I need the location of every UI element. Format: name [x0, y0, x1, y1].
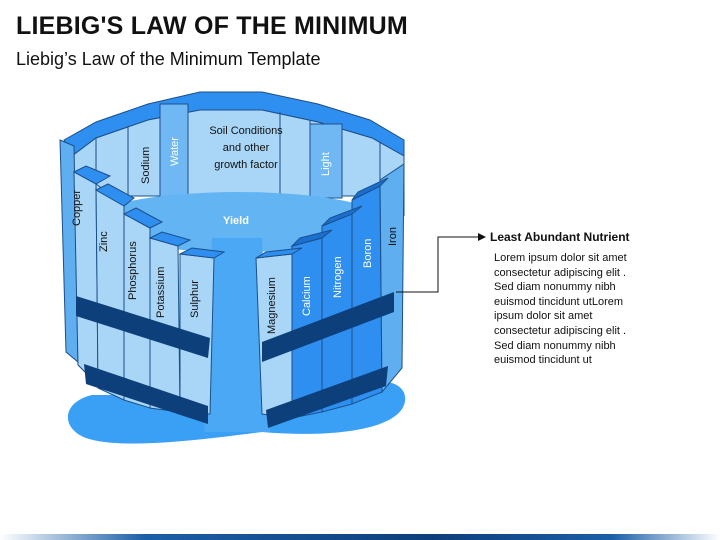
stave-label-sodium: Sodium	[140, 147, 152, 184]
barrel-bands	[76, 292, 394, 428]
light-stave	[309, 123, 343, 199]
yield-label: Yield	[223, 215, 249, 227]
stave-label-nitrogen: Nitrogen	[332, 256, 344, 298]
stave-label-potassium: Potassium	[155, 267, 167, 318]
stave-label-iron: Iron	[387, 227, 399, 246]
callout-title: Least Abundant Nutrient	[490, 230, 630, 244]
stave-label-light: Light	[320, 152, 332, 176]
footer-accent-bar	[0, 534, 720, 540]
callout-connector	[396, 233, 486, 293]
stave-label-copper: Copper	[71, 190, 83, 226]
right-staves	[255, 163, 405, 419]
stave-label-boron: Boron	[362, 239, 374, 268]
stave-label-calcium: Calcium	[301, 276, 313, 316]
center-title-line-1: Soil Conditions	[209, 125, 283, 137]
yield-stream	[204, 238, 270, 432]
page-subtitle: Liebig’s Law of the Minimum Template	[16, 49, 321, 69]
center-title-line-3: growth factor	[214, 159, 278, 171]
callout-body: Lorem ipsum dolor sit amet consectetur a…	[494, 252, 627, 367]
center-title-line-2: and other	[223, 142, 270, 154]
stave-label-zinc: Zinc	[98, 231, 110, 252]
page-title: LIEBIG'S LAW OF THE MINIMUM	[16, 12, 408, 40]
stave-label-magnesium: Magnesium	[266, 277, 278, 334]
center-title: Soil Conditions and other growth factor	[209, 125, 283, 171]
stave-label-sulphur: Sulphur	[189, 280, 201, 318]
stave-label-phosphorus: Phosphorus	[127, 241, 139, 300]
stave-label-water: Water	[169, 137, 181, 166]
